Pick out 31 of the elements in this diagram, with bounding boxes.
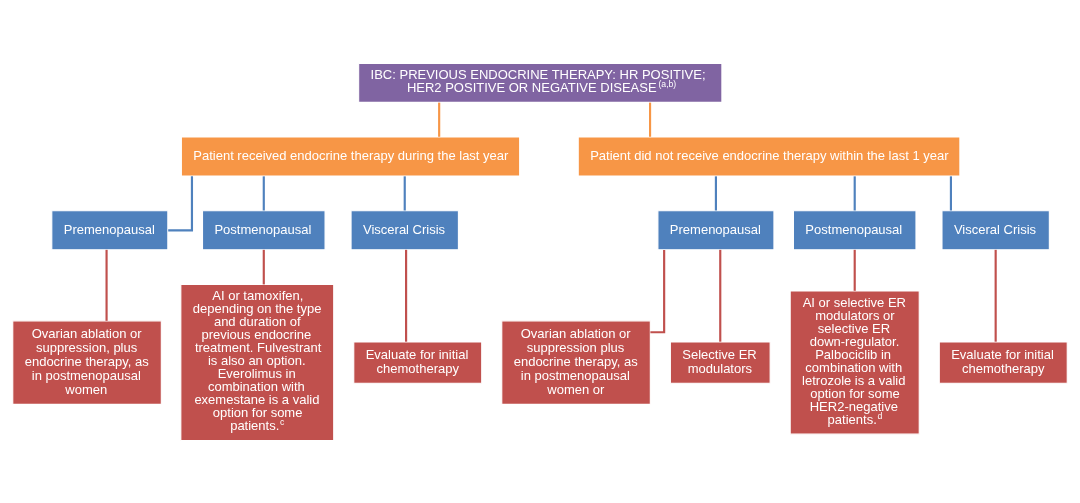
node-box: Patient did not receive endocrine therapy within the last 1 year: [577, 136, 961, 177]
node-box: IBC: PREVIOUS ENDOCRINE THERAPY: HR POSITIVE; HER2 POSITIVE OR NEGATIVE DISEASE$^{(a,b)}$: [358, 62, 723, 103]
node-box: Patient received endocrine therapy during the last year: [180, 136, 521, 177]
connector: [949, 175, 953, 210]
node-box: Evaluate for initial chemotherapy: [353, 340, 483, 384]
node-box: AI or selective ER modulators or selective ER down-regulator. Palbociclib in combination with letrozole is a valid option for some HER2-negative patients.$^{d}$: [789, 290, 920, 435]
node-box: Premenopausal: [51, 209, 169, 250]
node-box: Visceral Crisis: [350, 209, 459, 250]
node-box: Ovarian ablation or suppression, plus endocrine therapy, as in postmenopausal women: [12, 319, 162, 405]
connector: [650, 249, 666, 333]
connector: [438, 102, 441, 137]
node-box: Selective ER modulators: [669, 340, 771, 384]
node-box: AI or tamoxifen, depending on the type and duration of previous endocrine treatment. Fulvestrant is also an option. Everolimus in combination with exemestane is a valid option for some patients.$^{c}$: [180, 283, 335, 441]
node-box: Premenopausal: [657, 209, 775, 250]
connector: [648, 102, 652, 137]
node-box: Postmenopausal: [202, 209, 326, 250]
connector: [168, 175, 194, 231]
connector: [262, 249, 265, 284]
connector: [403, 175, 406, 210]
node-box: Ovarian ablation or suppression plus endocrine therapy, as in postmenopausal women or: [501, 319, 651, 405]
connector: [262, 175, 265, 210]
connector: [405, 249, 408, 342]
connector: [714, 175, 717, 210]
node-box: Postmenopausal: [792, 209, 917, 250]
connector: [719, 249, 722, 342]
connector: [994, 249, 997, 342]
node-box: Evaluate for initial chemotherapy: [938, 340, 1068, 384]
connector: [853, 175, 856, 210]
connector: [853, 249, 856, 291]
connector: [105, 249, 108, 321]
node-box: Visceral Crisis: [941, 209, 1050, 250]
